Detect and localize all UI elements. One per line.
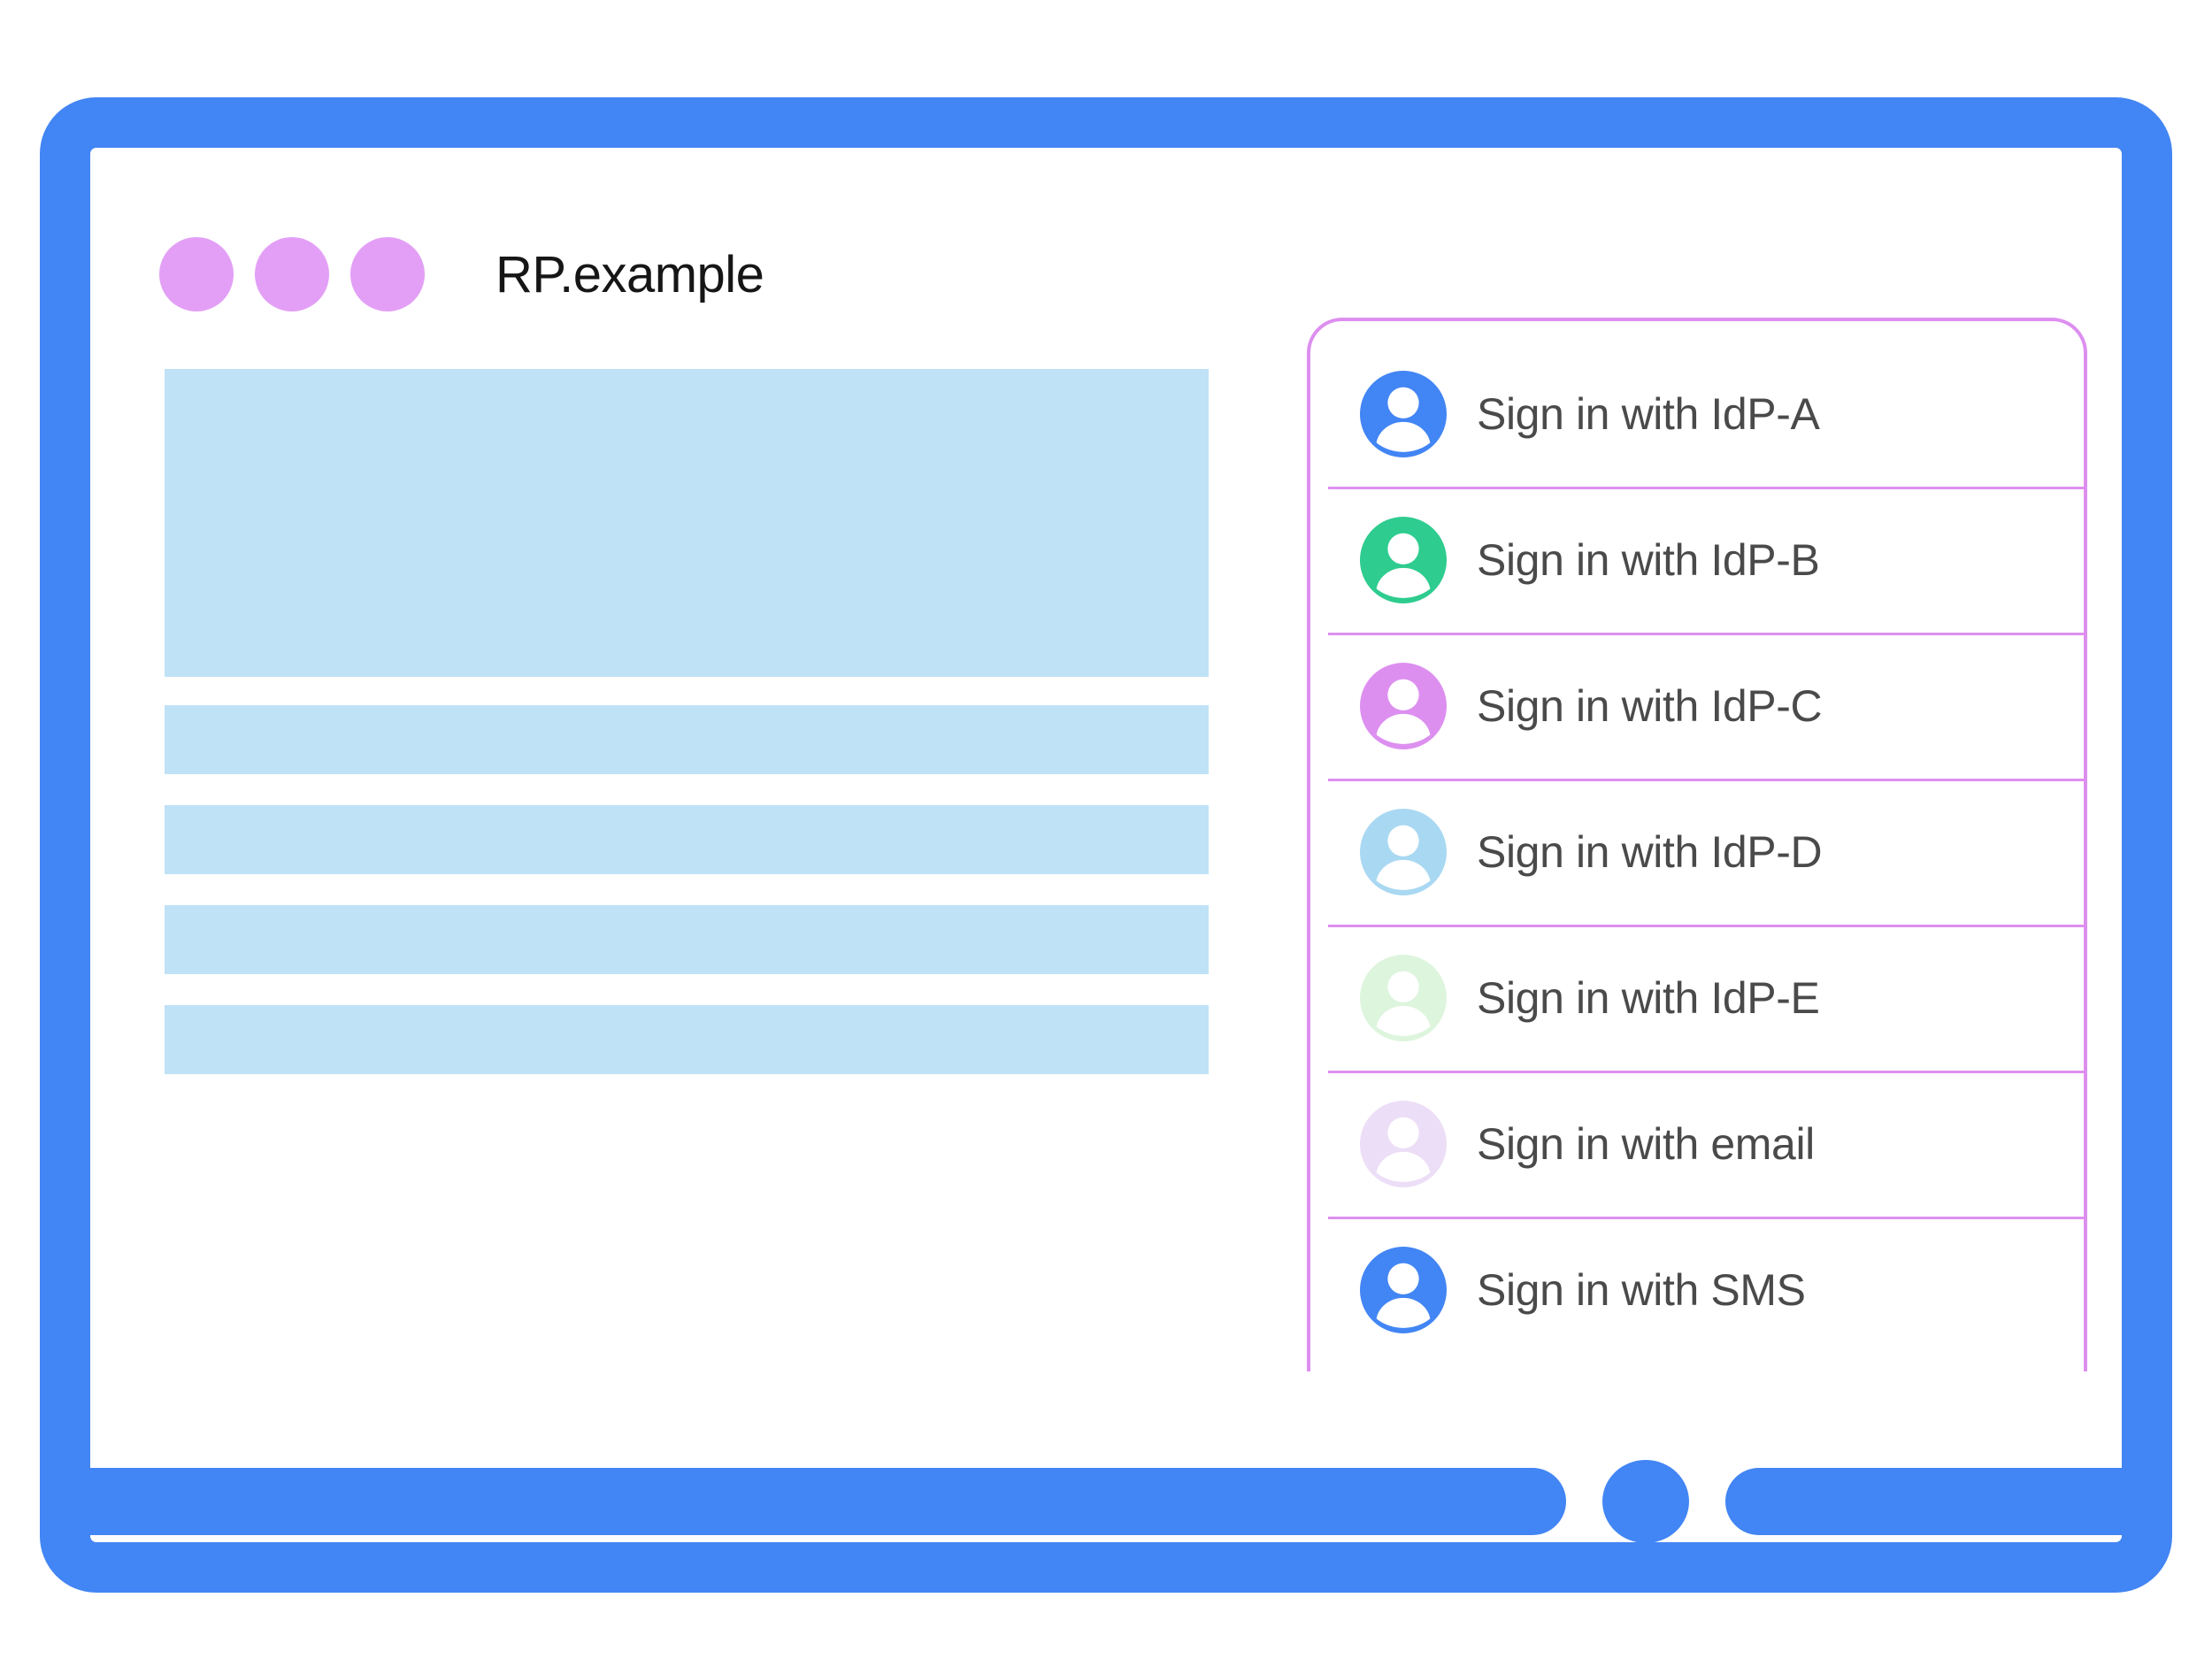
window-dot-3[interactable] xyxy=(350,237,425,311)
avatar-icon xyxy=(1360,1100,1447,1187)
content-skeleton xyxy=(165,369,1209,1105)
home-button[interactable] xyxy=(1602,1460,1689,1543)
signin-option-label: Sign in with email xyxy=(1477,1118,1815,1169)
signin-option-label: Sign in with IdP-A xyxy=(1477,388,1820,439)
bottom-bezel-left xyxy=(40,1468,1566,1535)
window-titlebar: RP.example xyxy=(159,217,2053,332)
signin-option-label: Sign in with SMS xyxy=(1477,1264,1806,1315)
avatar-icon xyxy=(1360,370,1447,457)
signin-option-5[interactable]: Sign in with IdP-E xyxy=(1310,925,2084,1071)
signin-option-1[interactable]: Sign in with IdP-A xyxy=(1310,341,2084,487)
avatar-icon xyxy=(1360,516,1447,603)
row-placeholder-3 xyxy=(165,905,1209,974)
avatar-icon xyxy=(1360,662,1447,749)
signin-option-label: Sign in with IdP-D xyxy=(1477,826,1823,877)
bottom-bezel-right xyxy=(1725,1468,2172,1535)
row-placeholder-2 xyxy=(165,805,1209,874)
window-dot-2[interactable] xyxy=(255,237,329,311)
bezel-mask xyxy=(90,1371,2122,1469)
window-dot-1[interactable] xyxy=(159,237,234,311)
signin-option-label: Sign in with IdP-E xyxy=(1477,972,1820,1023)
signin-option-3[interactable]: Sign in with IdP-C xyxy=(1310,633,2084,779)
signin-option-4[interactable]: Sign in with IdP-D xyxy=(1310,779,2084,925)
signin-list: Sign in with IdP-A Sign in with IdP-B Sign… xyxy=(1310,341,2084,1363)
page-title: RP.example xyxy=(495,245,764,303)
signin-option-2[interactable]: Sign in with IdP-B xyxy=(1310,487,2084,633)
signin-option-label: Sign in with IdP-B xyxy=(1477,534,1820,585)
row-placeholder-1 xyxy=(165,705,1209,774)
avatar-icon xyxy=(1360,808,1447,895)
avatar-icon xyxy=(1360,1246,1447,1333)
signin-option-7[interactable]: Sign in with SMS xyxy=(1310,1217,2084,1363)
avatar-icon xyxy=(1360,954,1447,1041)
signin-option-6[interactable]: Sign in with email xyxy=(1310,1071,2084,1217)
signin-panel: Sign in with IdP-A Sign in with IdP-B Sign… xyxy=(1307,318,2087,1410)
hero-placeholder xyxy=(165,369,1209,677)
device-bezel xyxy=(40,97,2172,1486)
row-placeholder-4 xyxy=(165,1005,1209,1074)
signin-option-label: Sign in with IdP-C xyxy=(1477,680,1823,731)
